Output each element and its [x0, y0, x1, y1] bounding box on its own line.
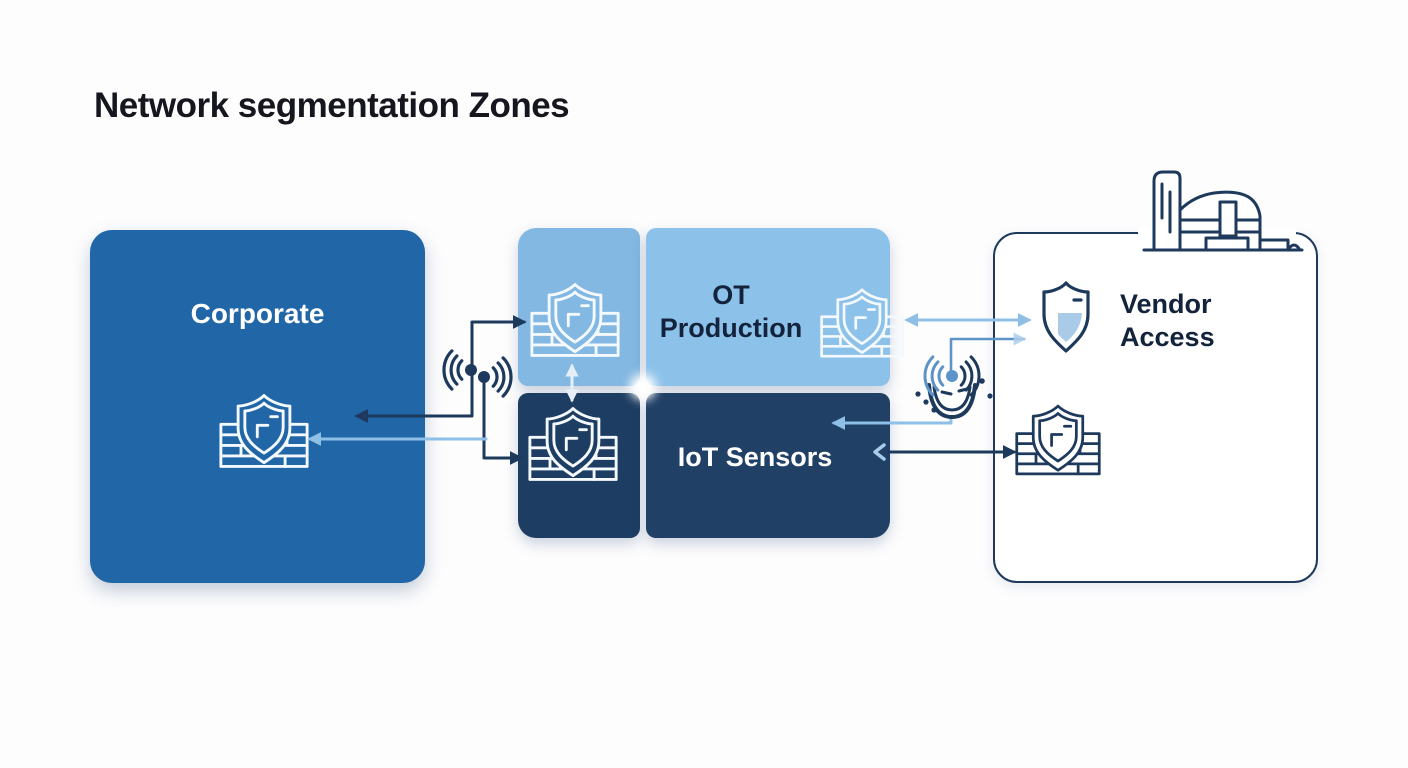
firewall-shield-icon: [219, 394, 309, 468]
factory-icon: [1142, 170, 1304, 252]
diagram-title: Network segmentation Zones: [94, 86, 570, 125]
satellite-dish-icon: [915, 355, 993, 420]
zone-iot-sensors-label: IoT Sensors: [677, 442, 833, 472]
firewall-shield-icon: [820, 288, 904, 358]
zone-corporate-label: Corporate: [190, 298, 325, 329]
segment-divider-glow: [630, 374, 656, 400]
firewall-shield-icon: [1015, 404, 1101, 476]
zone-vendor-access-label: Vendor Access: [1120, 289, 1215, 352]
shield-icon: [1042, 281, 1090, 353]
wifi-antenna-icon: [442, 349, 477, 391]
wifi-antenna-icon: [478, 356, 513, 398]
firewall-shield-icon: [528, 407, 618, 481]
zone-ot-production-label: OT Production: [659, 280, 803, 343]
arrow-antenna-iot-gateway: [482, 378, 524, 465]
firewall-shield-icon: [530, 283, 620, 357]
